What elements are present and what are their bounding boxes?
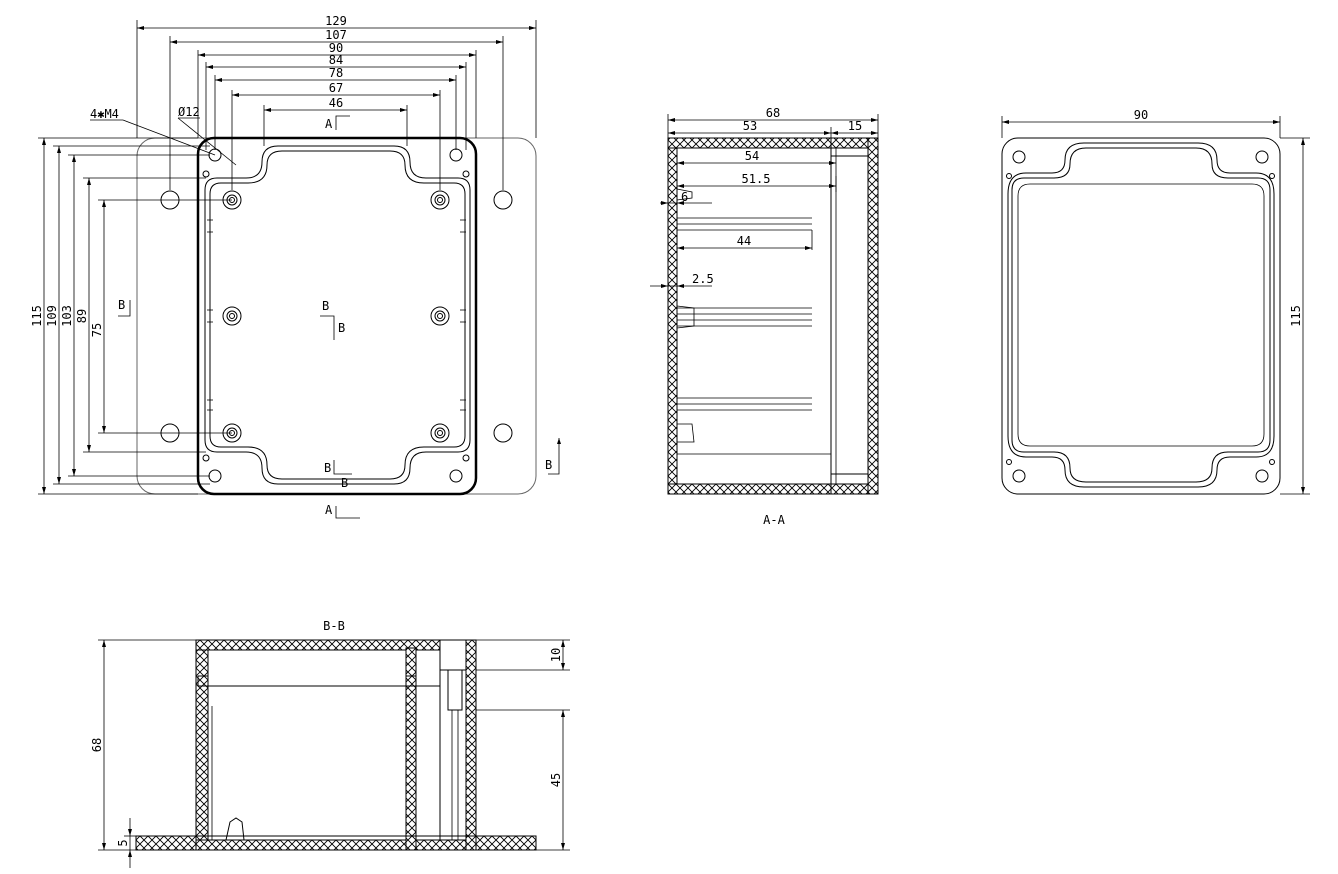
lid-groove-inner [209,150,466,480]
dim-109: 109 [45,305,59,327]
dim-107: 107 [325,28,347,42]
lid-dim-90: 90 [1134,108,1148,122]
diameter-note: Ø12 [178,105,200,119]
bb-dim-45: 45 [549,773,563,787]
lid-outline [1001,137,1281,495]
dim-89: 89 [75,309,89,323]
bb-dim-10: 10 [549,648,563,662]
lid-dim-115: 115 [1289,305,1303,327]
dim-90: 90 [329,41,343,55]
top-view: 129 107 90 84 78 67 46 115 109 103 89 75 [30,14,561,519]
vertical-dimension-lines [38,137,232,495]
lid-screw-hole [449,469,463,483]
dim-115: 115 [30,305,44,327]
dim-84: 84 [329,53,343,67]
dimension-arrows [137,26,536,112]
aa-dim-51-5: 51.5 [742,172,771,186]
section-mark-b-center: B [322,299,329,313]
lid-screw-hole [449,148,463,162]
dim-75: 75 [90,323,104,337]
section-mark-b-left: B [118,298,125,312]
dim-103: 103 [60,305,74,327]
section-bb-view: 68 10 45 5 B-B [90,619,570,868]
dim-67: 67 [329,81,343,95]
section-mark-b-right: B [545,458,552,472]
section-bb-label: B-B [323,619,345,633]
aa-dim-6: 6 [681,190,688,204]
section-mark-b-lower: B [324,461,331,475]
bb-dim-5: 5 [116,839,130,846]
lid-screw-hole [208,469,222,483]
lid-groove-outer [204,145,471,485]
aa-dim-44: 44 [737,234,751,248]
section-mark-a-bottom: A [325,503,333,517]
boss-set [222,190,450,443]
aa-dim-2-5: 2.5 [692,272,714,286]
section-mark-b-lower2: B [341,476,348,490]
flange-hole [493,190,513,210]
dim-78: 78 [329,66,343,80]
bb-dim-68: 68 [90,738,104,752]
section-aa-label: A-A [763,513,785,527]
hole-note: 4✱M4 [90,107,119,121]
dim-129: 129 [325,14,347,28]
lid-view: 90 115 [1001,108,1310,495]
aa-dim-68: 68 [766,106,780,120]
aa-dim-53: 53 [743,119,757,133]
aa-dim-15: 15 [848,119,862,133]
section-aa-view: 68 53 15 54 51.5 6 44 2.5 A-A [650,106,879,527]
horizontal-dimension-lines [136,20,537,190]
flange-hole [493,423,513,443]
dim-46: 46 [329,96,343,110]
section-mark-b-center2: B [338,321,345,335]
body-outline [196,136,478,496]
section-mark-a-top: A [325,117,333,131]
aa-dim-54: 54 [745,149,759,163]
